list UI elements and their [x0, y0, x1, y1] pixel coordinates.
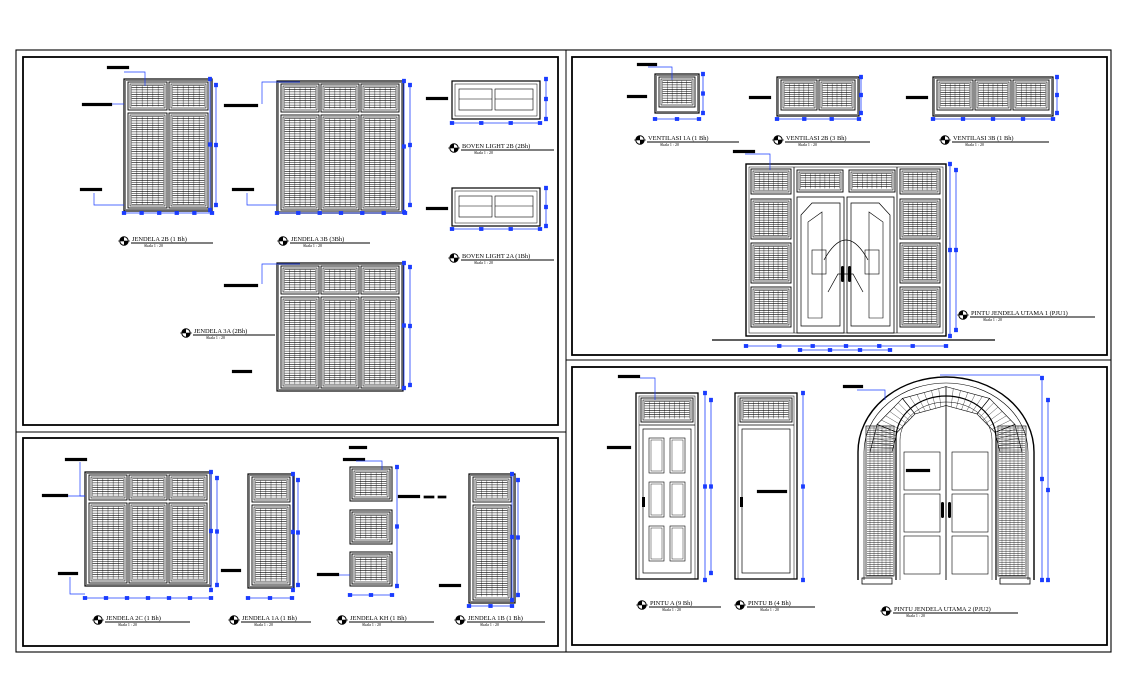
section-marker-icon [880, 606, 892, 616]
element-title: VENTILASI 2B (3 Bh) [786, 135, 847, 142]
element-scale: Skala 1 : 20 [362, 622, 381, 627]
section-marker-icon [734, 600, 746, 610]
title-jendela_1b: JENDELA 1B (1 Bh)Skala 1 : 20 [454, 615, 545, 627]
section-marker-icon [957, 310, 969, 320]
title-pintu_a: PINTU A (9 Bh)Skala 1 : 20 [636, 600, 721, 612]
element-title: PINTU JENDELA UTAMA 2 (PJU2) [894, 606, 991, 613]
element-title: BOVEN LIGHT 2B (2Bh) [462, 143, 530, 150]
window-jendela-2b [79, 65, 218, 215]
element-scale: Skala 1 : 20 [906, 613, 925, 618]
door-pintu-jendela-utama-1 [712, 149, 995, 352]
section-marker-icon [92, 615, 104, 625]
title-jendela_2b: JENDELA 2B (1 Bh)Skala 1 : 20 [118, 236, 213, 248]
element-scale: Skala 1 : 20 [760, 607, 779, 612]
element-scale: Skala 1 : 20 [660, 142, 679, 147]
element-scale: Skala 1 : 20 [254, 622, 273, 627]
section-marker-icon [277, 236, 289, 246]
vent-ventilasi-1a [626, 62, 705, 121]
window-boven-light-2b [425, 76, 548, 125]
title-vent_2b: VENTILASI 2B (3 Bh)Skala 1 : 20 [772, 135, 870, 147]
sheet-frames [15, 49, 1112, 653]
door-pintu-jendela-utama-2 [842, 374, 1050, 585]
element-drawings [41, 62, 1059, 608]
section-marker-icon [448, 143, 460, 153]
panel-windows-bottom [22, 437, 559, 647]
window-jendela-kh [316, 445, 447, 597]
element-scale: Skala 1 : 20 [480, 622, 499, 627]
element-title: JENDELA 3A (2Bh) [194, 328, 247, 335]
title-pju2: PINTU JENDELA UTAMA 2 (PJU2)Skala 1 : 20 [880, 606, 1018, 618]
section-marker-icon [939, 135, 951, 145]
title-vent_1a: VENTILASI 1A (1 Bh)Skala 1 : 20 [634, 135, 739, 147]
title-vent_3b: VENTILASI 3B (1 Bh)Skala 1 : 20 [939, 135, 1049, 147]
vent-ventilasi-3b [905, 74, 1059, 121]
element-scale: Skala 1 : 20 [983, 317, 1002, 322]
title-pintu_b: PINTU B (4 Bh)Skala 1 : 20 [734, 600, 815, 612]
section-marker-icon [454, 615, 466, 625]
element-scale: Skala 1 : 20 [798, 142, 817, 147]
section-marker-icon [118, 236, 130, 246]
panel-doors [571, 366, 1108, 646]
vent-ventilasi-2b [748, 74, 863, 121]
element-title: PINTU A (9 Bh) [650, 600, 692, 607]
door-pintu-a [606, 374, 713, 583]
title-jendela_3a: JENDELA 3A (2Bh)Skala 1 : 20 [180, 328, 275, 340]
element-title: JENDELA KH (1 Bh) [350, 615, 407, 622]
window-jendela-3a [223, 260, 412, 392]
element-scale: Skala 1 : 20 [206, 335, 225, 340]
section-marker-icon [772, 135, 784, 145]
door-pintu-b [734, 390, 805, 583]
section-marker-icon [636, 600, 648, 610]
element-scale: Skala 1 : 20 [118, 622, 137, 627]
element-scale: Skala 1 : 20 [303, 243, 322, 248]
element-title: VENTILASI 1A (1 Bh) [648, 135, 709, 142]
element-title: JENDELA 1A (1 Bh) [242, 615, 297, 622]
section-marker-icon [634, 135, 646, 145]
element-scale: Skala 1 : 20 [965, 142, 984, 147]
element-scale: Skala 1 : 20 [144, 243, 163, 248]
panel-windows-top [22, 56, 559, 426]
window-jendela-3b [223, 78, 412, 215]
window-jendela-2c [41, 457, 219, 600]
element-title: JENDELA 2C (1 Bh) [106, 615, 161, 622]
element-title: JENDELA 3B (3Bh) [291, 236, 344, 243]
section-marker-icon [228, 615, 240, 625]
element-scale: Skala 1 : 20 [474, 260, 493, 265]
section-marker-icon [448, 253, 460, 263]
section-marker-icon [180, 328, 192, 338]
window-jendela-1a [220, 471, 300, 600]
window-boven-light-2a [425, 185, 548, 231]
title-jendela_1a: JENDELA 1A (1 Bh)Skala 1 : 20 [228, 615, 311, 627]
element-title: VENTILASI 3B (1 Bh) [953, 135, 1014, 142]
window-jendela-1b [438, 471, 520, 608]
title-pju1: PINTU JENDELA UTAMA 1 (PJU1)Skala 1 : 20 [957, 310, 1095, 322]
element-scale: Skala 1 : 20 [662, 607, 681, 612]
title-jendela_kh: JENDELA KH (1 Bh)Skala 1 : 20 [336, 615, 434, 627]
title-jendela_3b: JENDELA 3B (3Bh)Skala 1 : 20 [277, 236, 370, 248]
element-title: JENDELA 2B (1 Bh) [132, 236, 187, 243]
element-scale: Skala 1 : 20 [474, 150, 493, 155]
element-title: PINTU JENDELA UTAMA 1 (PJU1) [971, 310, 1068, 317]
title-jendela_2c: JENDELA 2C (1 Bh)Skala 1 : 20 [92, 615, 190, 627]
element-title: PINTU B (4 Bh) [748, 600, 791, 607]
section-marker-icon [336, 615, 348, 625]
element-title: BOVEN LIGHT 2A (1Bh) [462, 253, 530, 260]
panel-ventilation-main-door [571, 56, 1108, 356]
element-title: JENDELA 1B (1 Bh) [468, 615, 523, 622]
title-boven_2b: BOVEN LIGHT 2B (2Bh)Skala 1 : 20 [448, 143, 554, 155]
title-boven_2a: BOVEN LIGHT 2A (1Bh)Skala 1 : 20 [448, 253, 554, 265]
